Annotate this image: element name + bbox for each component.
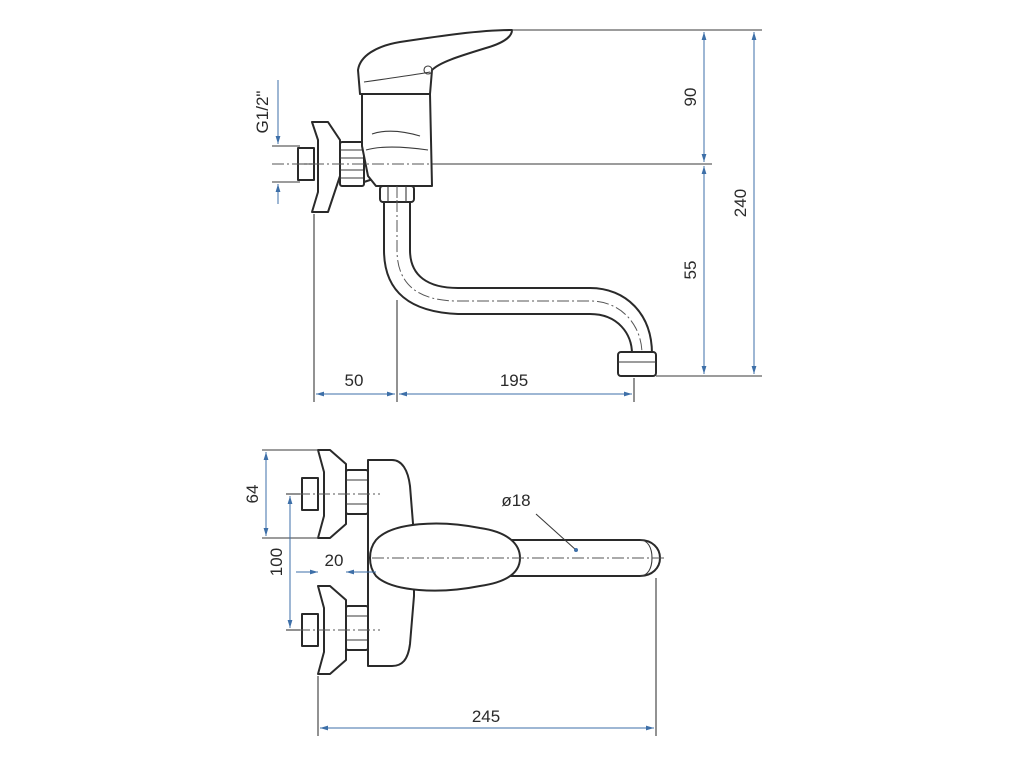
inlet-spacing-label: 100 — [267, 548, 286, 576]
side-view — [272, 29, 762, 402]
handle-height-label: 90 — [681, 88, 700, 107]
top-view — [262, 449, 664, 736]
spout-pipe — [383, 200, 657, 377]
total-height-label: 240 — [731, 189, 750, 217]
thread-size-label: G1/2" — [253, 91, 272, 134]
tap-body — [361, 93, 433, 187]
total-length-label: 245 — [472, 707, 500, 726]
spout-diameter-label: ø18 — [501, 491, 530, 510]
spout-drop-label: 55 — [681, 261, 700, 280]
lever-handle — [357, 29, 513, 95]
lever-top — [369, 522, 521, 592]
eccentric-label: 20 — [325, 551, 344, 570]
side-view-dimensions — [275, 32, 757, 397]
wall-flange — [297, 121, 341, 213]
wall-offset-label: 50 — [345, 371, 364, 390]
lower-connector — [301, 585, 369, 675]
outlet-height-label: 64 — [243, 485, 262, 504]
spout-reach-label: 195 — [500, 371, 528, 390]
top-view-dimensions — [263, 452, 654, 731]
